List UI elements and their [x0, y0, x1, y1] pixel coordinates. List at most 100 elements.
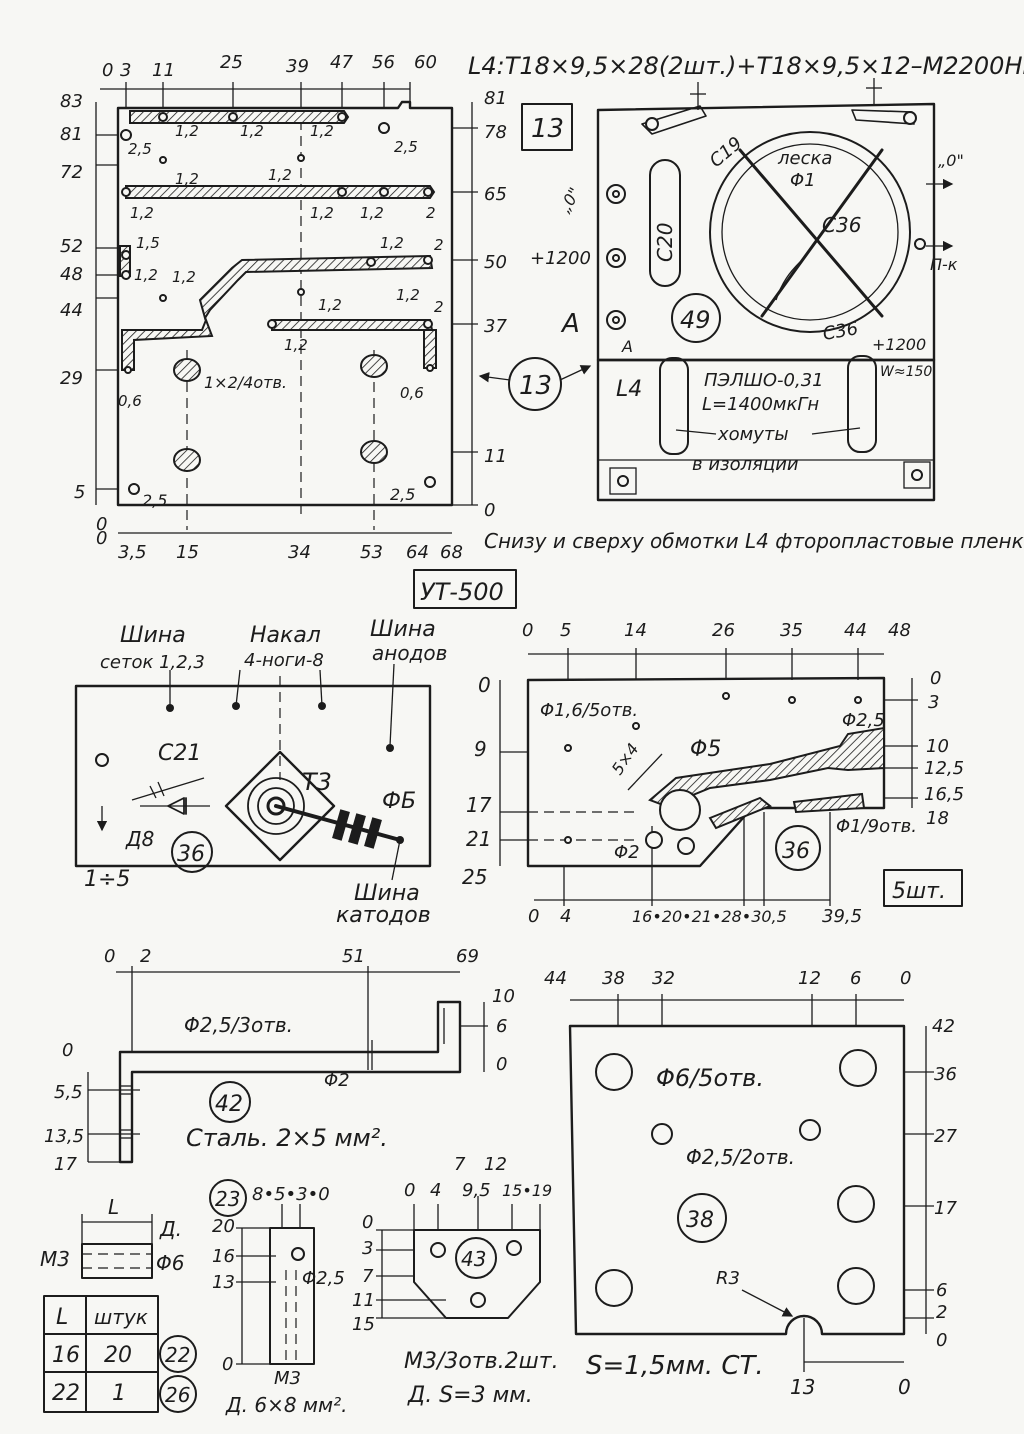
p13-left-81: 81: [60, 124, 83, 145]
d8-label: Д8: [125, 827, 154, 851]
p13-hole-label: 1,2: [175, 122, 199, 140]
p13-hole-label: 1,2: [175, 170, 199, 188]
p36p-holes-b: Φ1/9отв.: [836, 816, 917, 837]
p43-top-4: 4: [430, 1180, 441, 1201]
p38-right-2: 2: [936, 1302, 947, 1323]
p13-top-11: 11: [152, 60, 175, 81]
a-small-label: А: [621, 337, 633, 356]
p43-left-3: 3: [362, 1238, 373, 1259]
p13-hole-label: 2,5: [394, 138, 418, 156]
p36p-slot: 5×4: [608, 740, 643, 779]
p42-left-55: 5,5: [54, 1082, 83, 1103]
p13-hole-label: 2: [434, 236, 444, 254]
p13-right-65: 65: [484, 184, 507, 205]
p36p-top-44: 44: [844, 620, 867, 641]
p13-right-50: 50: [484, 252, 507, 273]
busbar-50: [198, 254, 434, 321]
p13-circle-label: 13: [519, 371, 552, 401]
p43-left-15: 15: [352, 1314, 375, 1335]
p13-hole-label: 1,2: [310, 122, 334, 140]
p36p-left-9: 9: [474, 737, 487, 761]
anode-bus-label-2: анодов: [372, 641, 447, 665]
table-cell: 16: [52, 1343, 80, 1368]
c36-bottom-label: С36: [821, 318, 860, 345]
p43-left-0: 0: [362, 1212, 373, 1233]
p42-left-17: 17: [54, 1154, 77, 1175]
p13-hole-label: 1,2: [130, 204, 154, 222]
part-13-outline: [116, 100, 454, 507]
p22-m3: М3: [40, 1247, 70, 1271]
p36p-right-18: 18: [926, 808, 949, 829]
p13-top-39: 39: [286, 56, 309, 77]
p43-note: М3/3отв.2шт.: [404, 1349, 559, 1374]
p36p-hole-25: Φ2,5: [842, 710, 885, 731]
p13-right-11: 11: [484, 446, 507, 467]
p13-top-3: 3: [120, 60, 131, 81]
part-23-standoff: 23 8•5•3•0 20 16 13 0 Φ2,5 М3 Д. 6×8 мм²…: [209, 1179, 347, 1417]
title-ut500: УТ-500: [420, 578, 504, 606]
p23-left-16: 16: [212, 1246, 235, 1267]
p38-bottom-13: 13: [790, 1375, 815, 1399]
part-36-schematic: Шина сеток 1,2,3 Накал 4-ноги-8 Шина ано…: [74, 617, 447, 928]
p13-left-83: 83: [60, 91, 83, 112]
p36p-right-3: 3: [928, 692, 939, 713]
p13-bot-68: 68: [440, 542, 463, 563]
p13-top-25: 25: [220, 52, 243, 73]
p13-hole-label: 1,5: [136, 234, 160, 252]
p42-hole-2: Φ2: [324, 1070, 350, 1091]
leska-label: леска: [777, 148, 832, 169]
p42-right-10: 10: [492, 986, 515, 1007]
anode-bus-label: Шина: [370, 617, 436, 642]
t3-label: Т3: [302, 768, 332, 796]
p13-top-0: 0: [102, 60, 113, 81]
p36p-top-48: 48: [888, 620, 911, 641]
p13-hole-label: 1,2: [284, 336, 308, 354]
cathode-bus-label-2: катодов: [336, 903, 431, 928]
p42-top-69: 69: [456, 946, 479, 967]
p43-top-12: 12: [484, 1154, 507, 1175]
p13-bot-34: 34: [288, 542, 311, 563]
p38-right-27: 27: [934, 1126, 957, 1147]
p13-right-78: 78: [484, 122, 507, 143]
p43-left-11: 11: [352, 1290, 375, 1311]
p13-top-56: 56: [372, 52, 395, 73]
p42-left-0: 0: [62, 1040, 73, 1061]
p36p-top-14: 14: [624, 620, 647, 641]
p36p-right-125: 12,5: [924, 758, 964, 779]
p13-left-5: 5: [74, 482, 85, 503]
part-42-bracket: 0 2 51 69 10 6 0 0 5,5 13,5 17 Φ2,5/3отв…: [44, 946, 515, 1175]
busbar-37: [271, 319, 434, 331]
box-13-label: 13: [531, 114, 564, 144]
p13-hole-label: 1,2: [318, 296, 342, 314]
p13-hole-label: 2: [434, 298, 444, 316]
p42-holes: Φ2,5/3отв.: [184, 1013, 293, 1037]
p42-top-51: 51: [342, 946, 365, 967]
p36p-top-35: 35: [780, 620, 803, 641]
p13-hole-label: 1,2: [360, 204, 384, 222]
p36p-left-17: 17: [466, 793, 492, 817]
p36p-right-10: 10: [926, 736, 949, 757]
p42-top-2: 2: [140, 946, 151, 967]
p13-bot-53: 53: [360, 542, 383, 563]
p43-top-0: 0: [404, 1180, 415, 1201]
p38-top-12: 12: [798, 968, 821, 989]
p13-bot-15: 15: [176, 542, 199, 563]
plus1200-bottom-label: +1200: [872, 335, 926, 354]
busbar-left: [121, 317, 214, 371]
a-big-label: А: [560, 309, 580, 339]
table-cell: 22: [52, 1381, 80, 1406]
p13-bot-64: 64: [406, 542, 429, 563]
p36p-right-165: 16,5: [924, 784, 964, 805]
p38-top-44: 44: [544, 968, 567, 989]
clamps-label: хомуты: [717, 424, 789, 445]
c19-label: С19: [706, 133, 747, 172]
table-part-ref: 22: [165, 1343, 190, 1367]
p43-top-1519: 15•19: [502, 1181, 552, 1200]
wire-label: ПЭЛШО-0,31: [704, 370, 824, 391]
p38-bottom-0: 0: [898, 1375, 911, 1399]
grid-bus-label: Шина: [120, 623, 186, 648]
p13-hole-label: 1,2: [172, 268, 196, 286]
p13-hole-label: 2,5: [128, 140, 152, 158]
zero-left-label: „0": [555, 184, 584, 216]
